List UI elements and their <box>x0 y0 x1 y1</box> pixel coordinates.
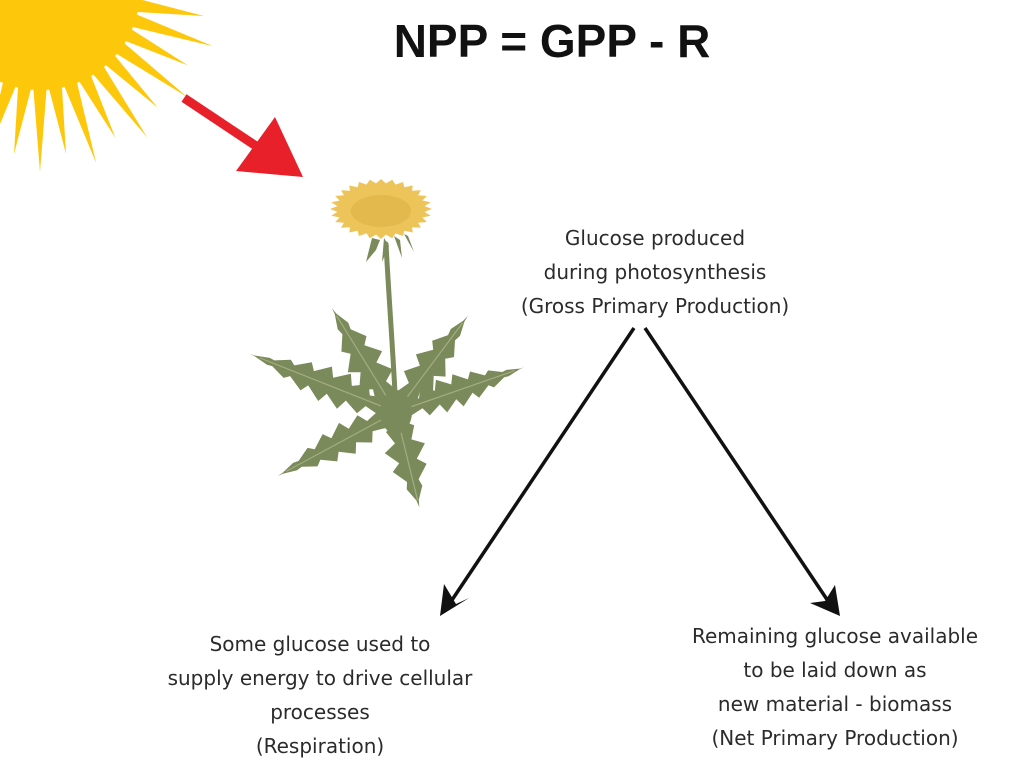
leaf-vein <box>395 370 515 413</box>
leaf <box>389 364 532 421</box>
gpp-line: Glucose produced <box>564 226 746 250</box>
respiration-line: Some glucose used to <box>209 632 431 656</box>
equation-title: NPP = GPP - R <box>393 15 711 67</box>
leaves <box>241 301 532 514</box>
sepal <box>404 234 414 252</box>
respiration-line: processes <box>270 700 370 724</box>
respiration-line: supply energy to drive cellular <box>167 666 473 690</box>
sepals <box>366 234 414 262</box>
arrow-gpp-to-npp <box>643 327 840 616</box>
gpp-line: (Gross Primary Production) <box>520 294 790 318</box>
respiration-line: (Respiration) <box>255 734 385 758</box>
respiration-label: Some glucose used to supply energy to dr… <box>120 627 520 763</box>
leaf <box>327 301 406 420</box>
arrow-shaft-left <box>450 327 636 601</box>
sun-icon <box>0 0 214 172</box>
sun-disc <box>0 0 140 90</box>
npp-line: to be laid down as <box>743 658 927 682</box>
sunlight-arrow-head <box>236 117 303 177</box>
leaf <box>270 403 404 480</box>
flower-center <box>351 195 411 227</box>
stem <box>383 241 399 415</box>
npp-line: new material - biomass <box>717 692 953 716</box>
arrow-shaft-right <box>643 327 830 602</box>
arrow-head-right <box>810 585 840 616</box>
flower-petals <box>330 179 432 239</box>
flow-arrows <box>440 327 840 616</box>
npp-line: (Net Primary Production) <box>711 726 959 750</box>
sunlight-arrow-icon <box>181 94 303 177</box>
gpp-line: during photosynthesis <box>543 260 767 284</box>
leaf-vein <box>259 357 397 413</box>
arrow-head-left <box>440 584 469 616</box>
npp-line: Remaining glucose available <box>691 624 979 648</box>
arrow-gpp-to-respiration <box>440 327 636 616</box>
npp-label: Remaining glucose available to be laid d… <box>640 619 1024 755</box>
sepal <box>366 238 380 262</box>
flower-head <box>330 179 432 239</box>
dandelion-plant-icon <box>241 179 532 514</box>
sepal <box>382 238 389 262</box>
sunlight-arrow-shaft <box>181 94 265 154</box>
leaf <box>241 350 404 422</box>
sepal <box>394 236 402 258</box>
leaf-vein <box>285 411 397 472</box>
gpp-label: Glucose produced during photosynthesis (… <box>470 221 840 323</box>
